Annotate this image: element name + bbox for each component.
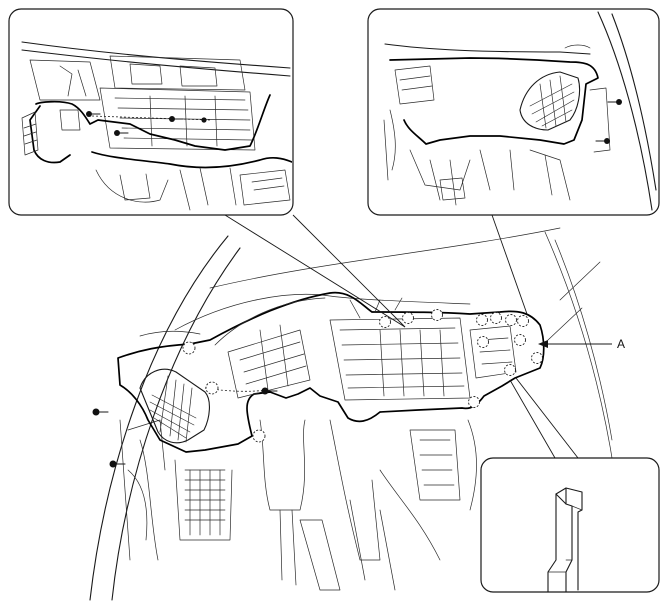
- screw-icon: [201, 117, 207, 123]
- detail-box-side-vent: [367, 8, 660, 216]
- clip-marker: [182, 341, 196, 355]
- clip-marker: [205, 381, 219, 395]
- clip-marker: [504, 364, 516, 376]
- side-vent-outline: [389, 57, 599, 145]
- screw-icon: [607, 99, 622, 105]
- dash-top-surface: [174, 294, 471, 331]
- mirror-line-2: [547, 307, 583, 341]
- clip-marker: [476, 314, 488, 326]
- screw-icon: [109, 460, 126, 468]
- callout-a-label: A: [617, 337, 625, 351]
- clip-marker: [468, 396, 480, 408]
- screw-icon: [261, 387, 278, 395]
- fascia-outline: [35, 94, 271, 151]
- clip-marker: [505, 314, 517, 326]
- mirror-line: [559, 261, 601, 301]
- windshield-edge: [209, 227, 561, 289]
- clip-markers: [182, 309, 543, 443]
- door-edge: [544, 231, 615, 471]
- clip-marker: [402, 312, 414, 324]
- clip-marker: [431, 309, 443, 321]
- clip-marker: [379, 316, 391, 328]
- door-edge-2: [554, 239, 613, 441]
- center-stack: [214, 297, 517, 401]
- lower-interior: [119, 419, 477, 591]
- left-air-vent: [139, 368, 210, 444]
- screw-icon: [92, 408, 109, 416]
- screw-icon: [595, 138, 610, 144]
- a-pillar-outer: [89, 235, 229, 601]
- clip-marker: [477, 336, 489, 348]
- detail-box-center-fascia: [8, 8, 294, 216]
- clip-marker: [490, 312, 502, 324]
- a-pillar-inner: [111, 247, 241, 601]
- clip-marker: [514, 334, 526, 346]
- screw-icon: [169, 116, 184, 122]
- clip-marker: [531, 352, 543, 364]
- screw-icon: [86, 111, 101, 117]
- clip-marker: [252, 429, 266, 443]
- leader-lines: [224, 214, 612, 459]
- clip-detail: [547, 487, 583, 593]
- pedal: [299, 519, 341, 591]
- screw-icon: [114, 130, 129, 136]
- clip-marker: [517, 315, 529, 327]
- main-scene: [89, 227, 615, 601]
- callout-a-arrowhead: [538, 340, 548, 348]
- detail-box-clip: [480, 457, 660, 593]
